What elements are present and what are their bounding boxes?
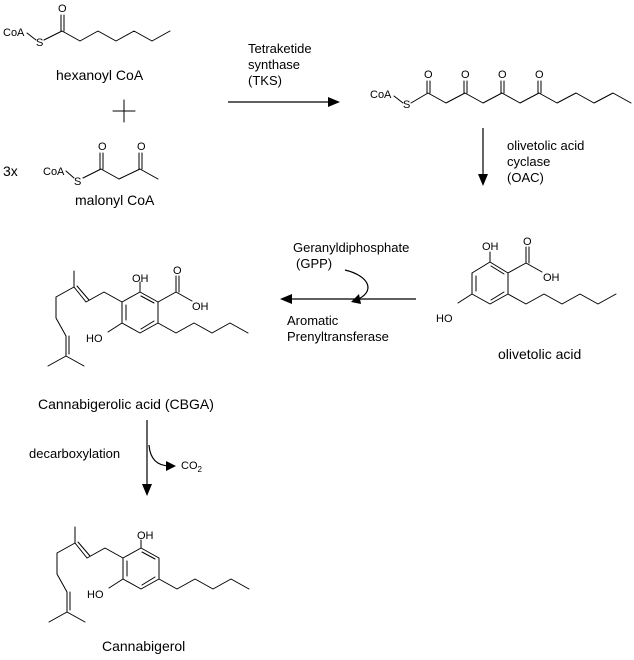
oxygen-label: O	[498, 69, 507, 81]
benzene-ring	[471, 261, 509, 305]
oxygen-label: O	[173, 265, 182, 277]
malonyl-coa-name: malonyl CoA	[75, 192, 155, 208]
oac-line1: olivetolic acid	[507, 138, 584, 153]
cannabigerol-name: Cannabigerol	[102, 638, 185, 654]
ring-substituents	[107, 275, 249, 334]
coa-label: CoA	[43, 166, 65, 178]
prenyl-line2: Prenyltransferase	[287, 329, 389, 344]
geranyl-chain	[48, 526, 124, 623]
gpp-line1: Geranyldiphosphate	[293, 240, 409, 255]
hydroxyl-label: OH	[137, 530, 154, 542]
hexanoyl-chain	[26, 30, 171, 42]
hydroxyl-label: HO	[87, 589, 104, 601]
hydroxyl-label: OH	[132, 273, 149, 285]
oac-line2: cyclase	[507, 154, 550, 169]
decarb-label: decarboxylation	[29, 446, 120, 461]
oxygen-label: O	[461, 69, 470, 81]
sulfur-label: S	[36, 37, 43, 49]
cannabigerol-structure: OH HO	[48, 526, 250, 623]
prenyl-line1: Aromatic	[287, 313, 339, 328]
hydroxyl-label: OH	[482, 241, 499, 253]
tetraketide-chain	[393, 92, 632, 104]
carbonyl-bonds	[426, 80, 542, 94]
olivetolic-acid-name: olivetolic acid	[498, 346, 581, 362]
gpp-line2: (GPP)	[296, 256, 332, 271]
oxygen-label: O	[535, 69, 544, 81]
tks-arrow	[228, 97, 340, 107]
ring-substituents	[457, 246, 617, 305]
malonyl-coa-structure: CoA S O O	[43, 141, 159, 188]
prenyltransferase-arrow	[280, 269, 416, 304]
coa-label: CoA	[3, 27, 25, 39]
tks-line2: synthase	[248, 57, 300, 72]
hexanoyl-coa-structure: CoA S O	[3, 3, 171, 49]
cbga-name: Cannabigerolic acid (CBGA)	[38, 396, 214, 412]
co2-label: CO2	[181, 460, 203, 474]
decarboxylation-arrow	[142, 420, 176, 496]
hydroxyl-label: OH	[192, 301, 209, 313]
plus-sign	[112, 99, 136, 123]
geranyl-chain	[47, 270, 123, 367]
oxygen-label: O	[424, 69, 433, 81]
ring-substituents	[108, 539, 250, 590]
benzene-ring	[121, 291, 159, 334]
benzene-ring	[122, 547, 160, 590]
olivetolic-acid-structure: OH O OH HO	[436, 236, 617, 325]
multiplier-3x: 3x	[3, 163, 18, 179]
oac-line3: (OAC)	[507, 170, 544, 185]
oxygen-label: O	[98, 141, 107, 153]
sulfur-label: S	[74, 176, 81, 188]
oxygen-label: O	[137, 141, 146, 153]
gpp-curved-arrow	[344, 269, 369, 301]
tks-line3: (TKS)	[248, 73, 282, 88]
hydroxyl-label: HO	[86, 333, 103, 345]
tks-line1: Tetraketide	[248, 41, 312, 56]
malonyl-chain	[65, 168, 159, 180]
oxygen-label: O	[523, 236, 532, 248]
cbga-structure: OH O OH HO	[47, 265, 249, 367]
hexanoyl-coa-name: hexanoyl CoA	[56, 67, 144, 83]
sulfur-label: S	[403, 99, 410, 111]
coa-label: CoA	[370, 89, 392, 101]
oac-arrow	[478, 128, 488, 186]
hydroxyl-label: OH	[543, 272, 560, 284]
carbonyl-bonds	[99, 152, 143, 170]
tetraketide-structure: CoA S O O O O	[370, 69, 632, 111]
hydroxyl-label: HO	[436, 313, 453, 325]
carbonyl-bond	[60, 14, 65, 32]
oxygen-label: O	[58, 3, 67, 15]
